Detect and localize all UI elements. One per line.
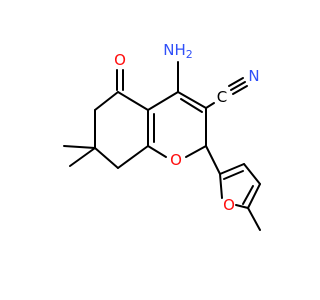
bond-furan-c2-c3: [219, 163, 245, 175]
carbonyl-oxygen-label: O: [114, 51, 126, 69]
bond-furan-c4-c5: [247, 183, 261, 209]
bond-c5-c6: [94, 91, 119, 111]
amino-group-label: NH2: [163, 41, 193, 61]
bond-furan-c2-c3-double: [223, 170, 244, 180]
bond-furan-c5-methyl: [247, 207, 261, 231]
bond-furan-c5-o: [235, 204, 249, 209]
bond-c3-c-nitrile: [205, 102, 215, 109]
molecule-structure-diagram: O NH2 C N O O: [63, 41, 261, 231]
bond-furan-c4-c5-double: [242, 185, 254, 205]
bond-c4a-c4: [147, 91, 179, 111]
pyran-oxygen-label: O: [170, 151, 182, 169]
bond-c7-methyl-a: [63, 145, 96, 149]
bond-c5-c4a: [117, 91, 149, 111]
amino-nh-text: NH: [163, 41, 186, 59]
bond-c4-c3-double: [180, 98, 203, 113]
bond-c-n-triple-2: [228, 77, 244, 87]
bond-c2-o1: [185, 145, 207, 158]
amino-subscript-2: 2: [186, 48, 193, 61]
bond-c7-c8: [94, 147, 119, 169]
bond-c7-methyl-b: [69, 147, 96, 167]
nitrile-carbon-label: C: [217, 88, 227, 106]
bond-c2-furan-c2: [205, 145, 221, 175]
bond-c4-c3: [177, 91, 207, 109]
nitrile-nitrogen-label: N: [248, 67, 259, 85]
furan-oxygen-label: O: [223, 196, 235, 214]
bond-furan-c3-c4: [243, 163, 261, 185]
bond-c-n-triple-3: [232, 85, 248, 95]
bond-c-n-triple-1: [230, 81, 246, 91]
bond-o1-c8a: [147, 145, 167, 158]
bond-furan-o-c2: [219, 173, 223, 199]
bond-c8-c8a: [117, 145, 149, 169]
